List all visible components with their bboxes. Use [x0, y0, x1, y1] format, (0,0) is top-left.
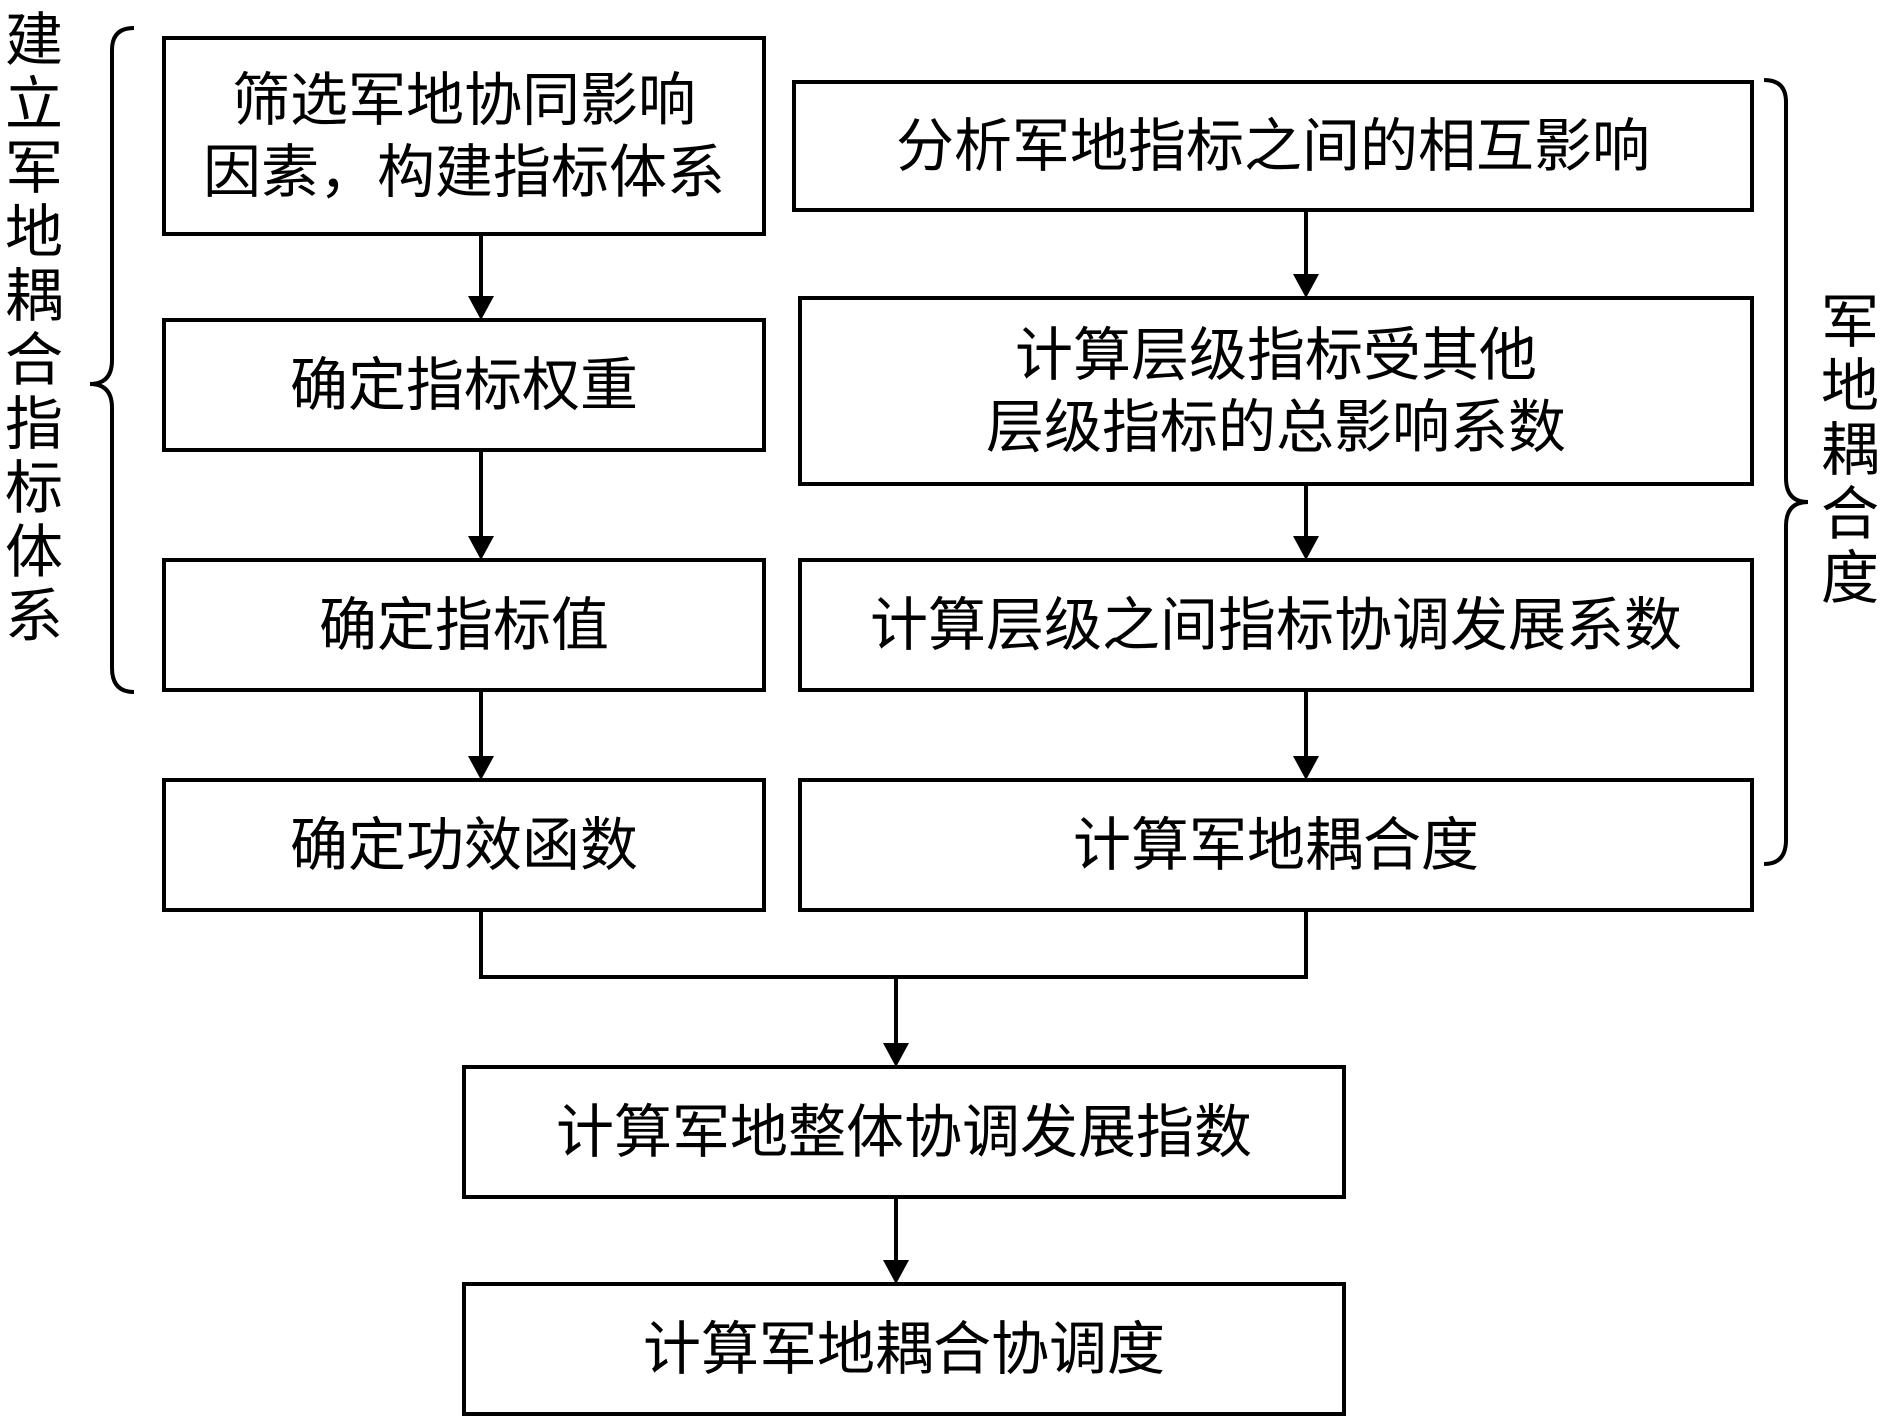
- arrowhead: [883, 1260, 909, 1284]
- left-brace: [89, 26, 135, 694]
- right-brace: [1763, 78, 1809, 866]
- box-compute-coupling-coord: 计算军地耦合协调度: [462, 1282, 1346, 1416]
- box-screen-factors-line2: 因素，构建指标体系: [202, 138, 725, 206]
- box-determine-values: 确定指标值: [162, 558, 766, 692]
- box-determine-efficacy: 确定功效函数: [162, 778, 766, 912]
- arrowhead: [883, 1043, 909, 1067]
- box-determine-weights: 确定指标权重: [162, 318, 766, 452]
- box-compute-coupling: 计算军地耦合度: [798, 778, 1754, 912]
- box-compute-coord-coef: 计算层级之间指标协调发展系数: [798, 558, 1754, 692]
- box-compute-total-influence: 计算层级指标受其他 层级指标的总影响系数: [798, 296, 1754, 486]
- arrowhead: [468, 296, 494, 320]
- left-group-label: 建立军地耦合指标体系: [4, 6, 63, 650]
- arrowhead: [1293, 274, 1319, 298]
- box-compute-total-influence-line2: 层级指标的总影响系数: [985, 393, 1566, 461]
- arrowhead: [1293, 756, 1319, 780]
- box-analyze-influence: 分析军地指标之间的相互影响: [792, 80, 1754, 212]
- merge-connector: [479, 912, 1308, 979]
- box-compute-total-influence-line1: 计算层级指标受其他: [1014, 321, 1537, 389]
- arrowhead: [468, 756, 494, 780]
- box-screen-factors: 筛选军地协同影响 因素，构建指标体系: [162, 36, 766, 236]
- right-group-label: 军地耦合度: [1820, 288, 1879, 612]
- box-compute-overall-index: 计算军地整体协调发展指数: [462, 1065, 1346, 1199]
- arrowhead: [468, 536, 494, 560]
- box-screen-factors-line1: 筛选军地协同影响: [231, 66, 696, 134]
- arrowhead: [1293, 536, 1319, 560]
